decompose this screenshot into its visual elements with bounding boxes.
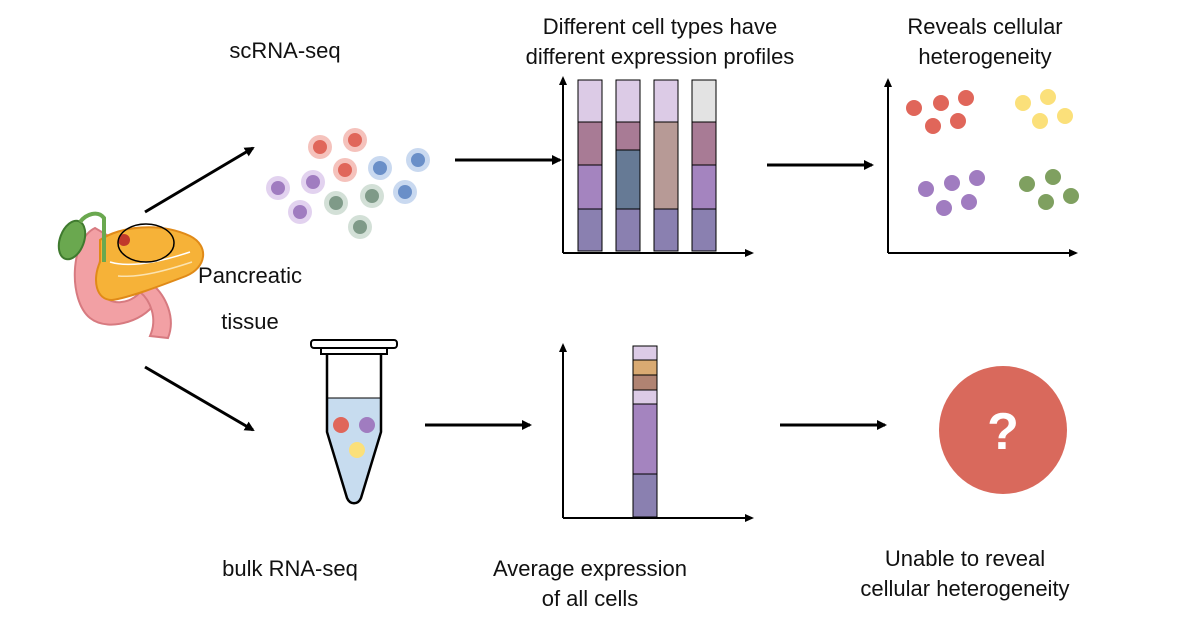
average-expression-chart	[559, 343, 754, 522]
unable-caption-line1: Unable to reveal	[884, 546, 1046, 571]
cell-red	[333, 158, 357, 182]
svg-text:?: ?	[987, 403, 1019, 461]
cell-blue	[406, 148, 430, 172]
pancreatic-tissue-label: Pancreatic tissue	[170, 253, 330, 345]
pancreas-illustration	[57, 211, 205, 340]
tissue-label-line2: tissue	[221, 309, 279, 334]
cluster-red	[906, 90, 974, 134]
cell-green	[348, 215, 372, 239]
unable-caption-line2: cellular heterogeneity	[860, 576, 1070, 601]
cell-red	[343, 128, 367, 152]
profile-bar-2	[615, 79, 641, 252]
cell-purple	[266, 176, 290, 200]
cell-types-caption-line2: different expression profiles	[525, 44, 795, 69]
cell-purple	[288, 200, 312, 224]
profile-bar-3	[653, 79, 679, 252]
expression-profiles-chart	[559, 76, 754, 257]
average-caption-line2: of all cells	[541, 586, 639, 611]
bulk-rna-seq-label: bulk RNA-seq	[222, 556, 358, 581]
profile-bar-1	[577, 79, 603, 252]
average-expression-caption: Average expression of all cells	[455, 554, 725, 614]
single-cell-cluster	[266, 128, 430, 239]
cell-blue	[368, 156, 392, 180]
cell-types-caption-line1: Different cell types have	[542, 14, 778, 39]
profile-bar-4	[691, 79, 717, 252]
average-bar	[632, 345, 658, 518]
arrow-to-bulk	[144, 365, 255, 432]
cell-green	[360, 184, 384, 208]
sample-tube-icon	[310, 339, 398, 505]
reveals-caption-line2: heterogeneity	[918, 44, 1052, 69]
question-circle-icon: ?	[939, 366, 1067, 494]
unable-to-reveal-caption: Unable to reveal cellular heterogeneity	[810, 544, 1120, 604]
reveals-caption-line1: Reveals cellular	[907, 14, 1063, 39]
cell-blue	[393, 180, 417, 204]
cell-red	[308, 135, 332, 159]
reveals-heterogeneity-caption: Reveals cellular heterogeneity	[860, 12, 1110, 72]
cluster-plot	[884, 78, 1079, 257]
cell-green	[324, 191, 348, 215]
cluster-yellow	[1015, 89, 1073, 129]
average-caption-line1: Average expression	[492, 556, 688, 581]
cell-purple	[301, 170, 325, 194]
cell-types-caption: Different cell types have different expr…	[460, 12, 860, 72]
cluster-green	[1019, 169, 1079, 210]
tissue-label-line1: Pancreatic	[198, 263, 302, 288]
scrna-seq-label: scRNA-seq	[229, 38, 341, 63]
cluster-purple	[918, 170, 985, 216]
arrow-to-scrna	[144, 146, 255, 214]
